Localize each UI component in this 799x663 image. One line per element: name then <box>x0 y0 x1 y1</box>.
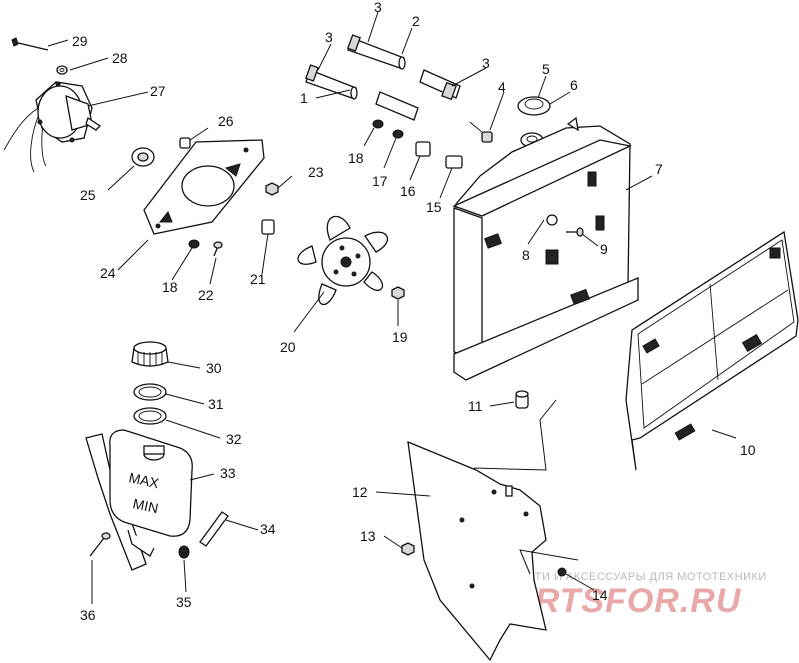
callout-3b: 3 <box>325 29 333 45</box>
callout-30: 30 <box>206 360 222 376</box>
callout-6: 6 <box>570 77 578 93</box>
callout-numbers: 1 2 3 3 3 4 5 6 7 8 9 10 11 12 13 14 15 … <box>72 0 756 623</box>
radiator-7 <box>452 116 639 381</box>
callout-1: 1 <box>300 90 308 106</box>
clamp-3-top <box>347 34 361 52</box>
nut-13 <box>401 542 415 556</box>
callout-2: 2 <box>412 13 420 29</box>
callout-19: 19 <box>392 329 408 345</box>
gasket-31 <box>133 383 167 401</box>
callout-9: 9 <box>600 241 608 257</box>
screw-36 <box>89 532 111 557</box>
callout-27: 27 <box>150 83 166 99</box>
grommet-11 <box>515 390 529 409</box>
callout-24: 24 <box>100 265 116 281</box>
callout-36: 36 <box>80 607 96 623</box>
shroud-12 <box>407 440 547 662</box>
screw-9 <box>566 227 584 237</box>
callout-5: 5 <box>542 61 550 77</box>
callout-23: 23 <box>308 164 324 180</box>
callout-12: 12 <box>352 484 368 500</box>
callout-14: 14 <box>592 587 608 603</box>
callout-22: 22 <box>198 287 214 303</box>
clamp-35 <box>178 545 190 559</box>
callout-17: 17 <box>372 173 388 189</box>
callout-3c: 3 <box>482 55 490 71</box>
fitting-4 <box>469 121 493 143</box>
callout-3a: 3 <box>374 0 382 15</box>
callout-8: 8 <box>522 247 530 263</box>
fan-motor <box>3 81 102 173</box>
callout-7: 7 <box>655 161 663 177</box>
leader-lines <box>47 11 737 604</box>
callout-18a: 18 <box>348 150 364 166</box>
clamp-3-left <box>305 64 319 82</box>
cap-30 <box>131 341 169 367</box>
callout-4: 4 <box>498 79 506 95</box>
radiator-cap-6 <box>517 96 551 116</box>
callout-15: 15 <box>426 199 442 215</box>
callout-28: 28 <box>112 50 128 66</box>
gasket-32 <box>133 407 167 425</box>
washer-18-right <box>372 119 384 129</box>
callout-29: 29 <box>72 33 88 49</box>
bottle-max-label: MAX <box>127 469 161 491</box>
washer-28 <box>56 65 68 75</box>
washer-18-left <box>188 239 200 249</box>
callout-32: 32 <box>226 431 242 447</box>
callout-13: 13 <box>360 528 376 544</box>
callout-31: 31 <box>208 396 224 412</box>
callout-18b: 18 <box>162 279 178 295</box>
spacer-21 <box>261 219 275 235</box>
bottle-min-label: MIN <box>131 495 159 516</box>
fastener-14 <box>557 567 567 577</box>
callout-26: 26 <box>218 113 234 129</box>
callout-25: 25 <box>80 187 96 203</box>
hose-upper-right <box>419 69 461 99</box>
callout-16: 16 <box>400 183 416 199</box>
fitting-16 <box>415 141 431 157</box>
washer-17 <box>392 129 404 139</box>
hose-34 <box>199 511 229 547</box>
callout-11: 11 <box>468 398 483 414</box>
spacer-26 <box>179 137 191 149</box>
hose-lower <box>375 91 419 121</box>
callout-33: 33 <box>220 465 236 481</box>
callout-35: 35 <box>176 594 192 610</box>
clamp-3-right <box>441 81 457 101</box>
nut-19 <box>391 286 405 300</box>
callout-21: 21 <box>250 271 266 287</box>
screw-22 <box>213 241 223 257</box>
screw-29 <box>11 37 49 51</box>
bushing-25 <box>131 147 155 167</box>
nut-23 <box>265 182 279 196</box>
callout-34: 34 <box>260 521 276 537</box>
callout-20: 20 <box>280 339 296 355</box>
callout-10: 10 <box>740 442 756 458</box>
screen-10 <box>625 230 799 471</box>
fitting-15 <box>445 155 463 169</box>
watermark-tagline: ЗАПЧАСТИ И АКСЕССУАРЫ ДЛЯ МОТОТЕХНИКИ <box>488 571 767 583</box>
mounting-bracket-24 <box>143 139 265 235</box>
fan-blade-20 <box>297 215 389 306</box>
coolant-bottle-33: MAX MIN <box>85 429 193 571</box>
